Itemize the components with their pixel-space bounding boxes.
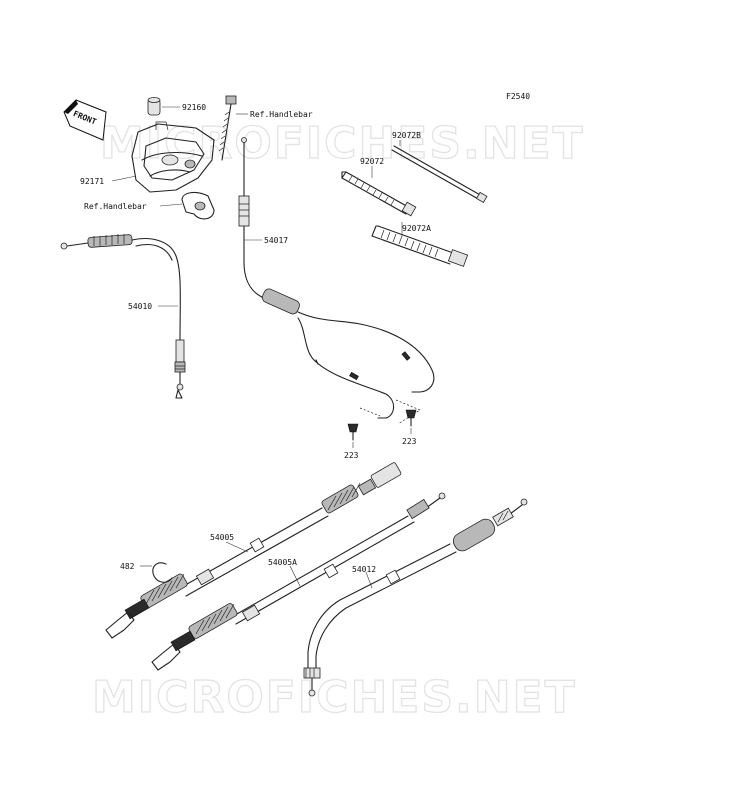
label-223-left: 223 xyxy=(344,451,359,460)
part-54012-cable xyxy=(303,498,528,697)
watermark-bottom: MICROFICHES.NET xyxy=(92,672,577,723)
part-handlebar-bolt xyxy=(218,95,237,161)
part-92171-throttle-housing xyxy=(131,121,215,193)
label-92072A: 92072A xyxy=(402,224,431,233)
label-ref-handlebar-bottom: Ref.Handlebar xyxy=(84,202,147,211)
part-handlebar-clamp xyxy=(181,191,215,220)
part-92072B-cable-tie xyxy=(391,145,488,204)
part-482-circlip xyxy=(152,562,173,583)
label-54005A: 54005A xyxy=(268,558,297,567)
label-482: 482 xyxy=(120,562,135,571)
label-54017: 54017 xyxy=(264,236,288,245)
part-54017-brake-cable xyxy=(238,137,435,419)
label-54005: 54005 xyxy=(210,533,234,542)
part-54010-throttle-cable xyxy=(60,234,186,399)
label-92072B: 92072B xyxy=(392,131,421,140)
part-54005A-brake-cable xyxy=(151,492,446,671)
part-54005-brake-cable xyxy=(105,462,402,639)
front-arrow-icon: FRONT xyxy=(63,99,107,141)
label-ref-handlebar-top: Ref.Handlebar xyxy=(250,110,313,119)
part-92072-cable-tie xyxy=(341,171,417,217)
part-223-bolt-left xyxy=(347,423,359,441)
label-54010: 54010 xyxy=(128,302,152,311)
part-92160-collar xyxy=(147,97,161,116)
label-92160: 92160 xyxy=(182,103,206,112)
part-92072A-cable-tie xyxy=(371,225,469,267)
label-54012: 54012 xyxy=(352,565,376,574)
label-223-right: 223 xyxy=(402,437,417,446)
part-223-bolt-right xyxy=(405,409,417,427)
figure-code: F2540 xyxy=(506,92,530,101)
label-92072: 92072 xyxy=(360,157,384,166)
label-92171: 92171 xyxy=(80,177,104,186)
